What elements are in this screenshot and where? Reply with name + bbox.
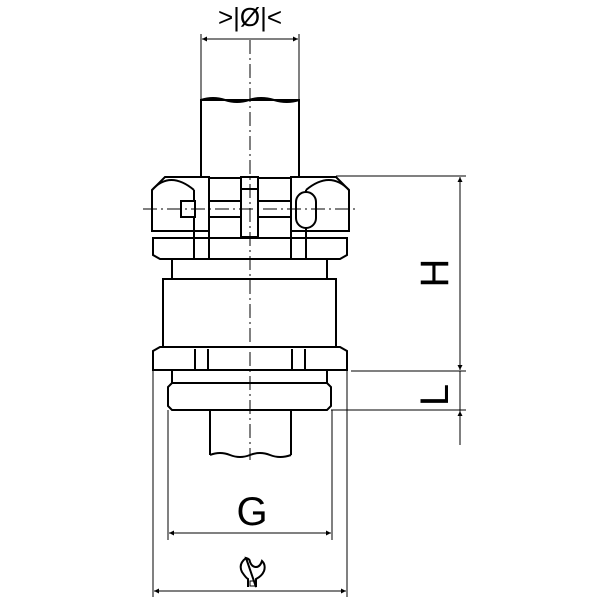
wrench-size-dimension — [152, 370, 348, 597]
length-dimension: L — [413, 371, 463, 445]
thread-label: G — [236, 490, 267, 534]
sealing-cap — [151, 176, 350, 238]
top-nut — [152, 231, 348, 260]
diameter-label: >|Ø|< — [218, 2, 282, 32]
diameter-dimension: >|Ø|< — [200, 2, 300, 100]
height-dimension: H — [331, 175, 466, 411]
thread-dimension: G — [167, 410, 333, 540]
length-label: L — [413, 384, 457, 406]
wrench-icon — [239, 556, 266, 588]
height-label: H — [413, 259, 457, 288]
